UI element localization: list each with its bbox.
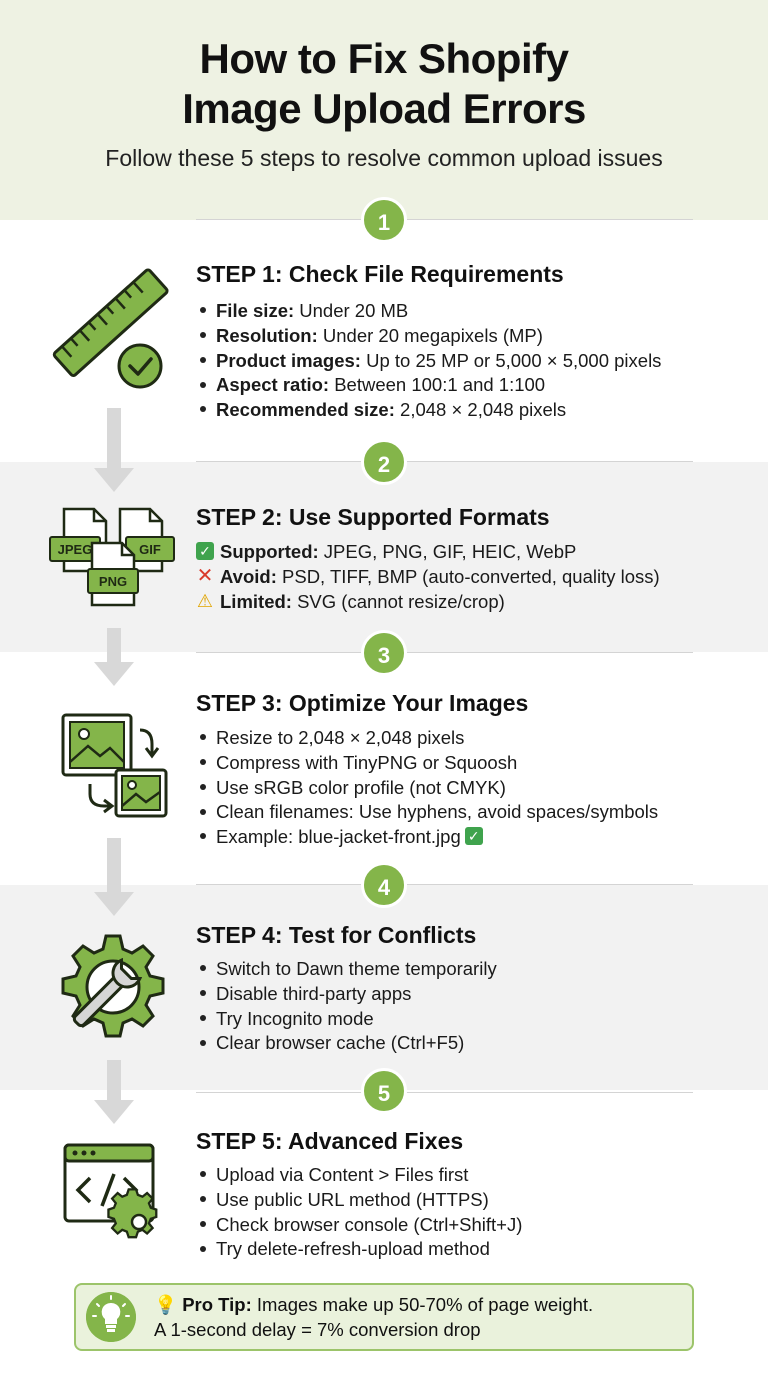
- step-divider: [196, 652, 693, 653]
- list-item: Resize to 2,048 × 2,048 pixels: [200, 726, 658, 751]
- list-item: Switch to Dawn theme temporarily: [200, 957, 497, 982]
- list-item: Compress with TinyPNG or Squoosh: [200, 751, 658, 776]
- lightbulb-emoji-icon: 💡: [154, 1294, 183, 1315]
- down-arrow-icon: [94, 838, 134, 918]
- lightbulb-icon: [86, 1292, 136, 1342]
- svg-text:GIF: GIF: [139, 542, 161, 557]
- image-resize-icon: [61, 713, 168, 818]
- list-item: Example: blue-jacket-front.jpg✓: [200, 825, 658, 850]
- list-item: Use public URL method (HTTPS): [200, 1188, 522, 1213]
- list-item: Check browser console (Ctrl+Shift+J): [200, 1213, 522, 1238]
- step-1-title: STEP 1: Check File Requirements: [196, 261, 564, 287]
- step-divider: [196, 461, 693, 462]
- step-3-list: Resize to 2,048 × 2,048 pixels Compress …: [200, 726, 658, 850]
- page-subtitle: Follow these 5 steps to resolve common u…: [105, 145, 663, 171]
- list-item: Try Incognito mode: [200, 1007, 497, 1032]
- step-divider: [196, 884, 693, 885]
- list-item: Product images: Up to 25 MP or 5,000 × 5…: [200, 349, 661, 374]
- step-5-title: STEP 5: Advanced Fixes: [196, 1128, 464, 1154]
- list-item: Try delete-refresh-upload method: [200, 1237, 522, 1262]
- list-item: Recommended size: 2,048 × 2,048 pixels: [200, 398, 661, 423]
- cross-icon: ✕: [196, 564, 214, 587]
- list-item: ✓Supported: JPEG, PNG, GIF, HEIC, WebP: [196, 540, 660, 565]
- step-5-list: Upload via Content > Files first Use pub…: [200, 1163, 522, 1262]
- step-1-list: File size: Under 20 MB Resolution: Under…: [200, 299, 661, 423]
- list-item: Resolution: Under 20 megapixels (MP): [200, 324, 661, 349]
- title-line-1: How to Fix Shopify: [199, 35, 569, 82]
- file-formats-icon: JPEG GIF PNG: [49, 507, 175, 607]
- svg-text:JPEG: JPEG: [58, 542, 93, 557]
- step-4-title: STEP 4: Test for Conflicts: [196, 922, 477, 948]
- step-4-list: Switch to Dawn theme temporarily Disable…: [200, 957, 497, 1056]
- step-number-badge: 5: [361, 1068, 407, 1114]
- ruler-check-icon: [52, 268, 169, 389]
- warning-icon: ⚠: [196, 590, 214, 611]
- list-item: Upload via Content > Files first: [200, 1163, 522, 1188]
- step-2-title: STEP 2: Use Supported Formats: [196, 504, 550, 530]
- list-item: Aspect ratio: Between 100:1 and 1:100: [200, 373, 661, 398]
- page-title: How to Fix Shopify Image Upload Errors: [0, 34, 768, 134]
- list-item: Clear browser cache (Ctrl+F5): [200, 1031, 497, 1056]
- step-3-title: STEP 3: Optimize Your Images: [196, 690, 529, 716]
- list-item: Use sRGB color profile (not CMYK): [200, 776, 658, 801]
- header: How to Fix Shopify Image Upload Errors F…: [0, 0, 768, 220]
- list-item: Disable third-party apps: [200, 982, 497, 1007]
- pro-tip-text: 💡 Pro Tip: Images make up 50-70% of page…: [154, 1294, 594, 1340]
- check-icon: ✓: [464, 827, 483, 846]
- step-number-badge: 2: [361, 439, 407, 485]
- down-arrow-icon: [94, 1060, 134, 1126]
- svg-text:PNG: PNG: [99, 574, 127, 589]
- step-divider: [196, 1092, 693, 1093]
- step-2-list: ✓Supported: JPEG, PNG, GIF, HEIC, WebP ✕…: [196, 540, 660, 614]
- list-item: File size: Under 20 MB: [200, 299, 661, 324]
- code-window-gear-icon: [63, 1143, 158, 1239]
- title-line-2: Image Upload Errors: [182, 85, 586, 132]
- down-arrow-icon: [94, 408, 134, 493]
- list-item: ⚠Limited: SVG (cannot resize/crop): [196, 590, 505, 612]
- step-divider: [196, 219, 693, 220]
- step-number-badge: 1: [361, 197, 407, 243]
- check-icon: ✓: [196, 542, 214, 561]
- pro-tip-box: 💡 Pro Tip: Images make up 50-70% of page…: [74, 1283, 694, 1351]
- gear-wrench-icon: [61, 934, 165, 1038]
- list-item: ✕Avoid: PSD, TIFF, BMP (auto-converted, …: [196, 564, 660, 587]
- step-number-badge: 3: [361, 630, 407, 676]
- down-arrow-icon: [94, 628, 134, 688]
- list-item: Clean filenames: Use hyphens, avoid spac…: [200, 800, 658, 825]
- step-number-badge: 4: [361, 862, 407, 908]
